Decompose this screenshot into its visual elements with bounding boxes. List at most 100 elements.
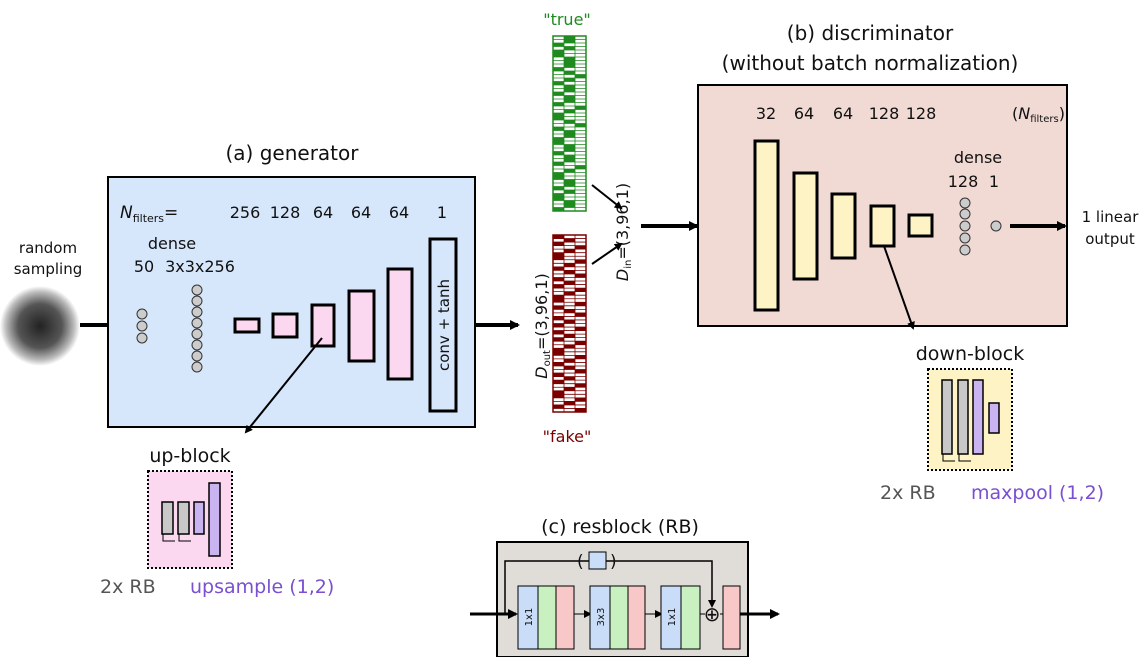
fake-sample-cell: [553, 316, 564, 320]
true-sample-cell: [564, 64, 575, 68]
fake-sample-cell: [553, 323, 564, 328]
fake-sample-cell: [575, 341, 586, 345]
true-sample-cell: [564, 190, 575, 194]
disc-title-1: (b) discriminator: [787, 21, 954, 45]
fake-sample-cell: [575, 397, 586, 402]
gen-block-3: [310, 303, 336, 348]
true-sample-cell: [564, 134, 575, 138]
fake-sample-cell: [575, 355, 586, 359]
gen-filter-5: 1: [437, 203, 447, 222]
fake-sample-cell: [575, 327, 586, 331]
gen-block-1: [233, 317, 261, 334]
gen-conv-tanh-label: conv + tanh: [435, 279, 453, 371]
true-sample-cell: [564, 71, 575, 75]
dout-label: Dout=(3,96,1): [532, 273, 553, 379]
true-sample-cell: [575, 106, 586, 110]
fake-sample-cell: [553, 235, 564, 239]
fake-sample-cell: [564, 376, 575, 381]
fake-sample-cell: [564, 249, 575, 253]
downblock-rb-label: 2x RB: [880, 482, 936, 504]
downblock-title: down-block: [916, 343, 1025, 365]
fake-sample-cell: [553, 284, 564, 289]
fake-sample-cell: [575, 312, 586, 317]
fake-sample-cell: [553, 373, 564, 377]
true-sample-cell: [575, 165, 586, 169]
fake-sample-cell: [575, 245, 586, 250]
true-label: "true": [543, 10, 591, 29]
upblock: up-block 2x RB upsample (1,2): [100, 445, 334, 598]
disc-filter-0: 32: [756, 104, 776, 123]
fake-sample-cell: [553, 295, 564, 299]
fake-sample-cell: [564, 401, 575, 405]
disc-output-line1: 1 linear: [1082, 208, 1140, 226]
true-sample-cell: [575, 74, 586, 78]
fake-sample-cell: [564, 334, 575, 338]
gen-dense-shape: 3x3x256: [165, 257, 235, 276]
generator-title: (a) generator: [226, 141, 360, 165]
true-sample-cell: [553, 162, 564, 166]
downblock-op-label: maxpool (1,2): [971, 482, 1104, 504]
true-sample-cell: [553, 116, 564, 120]
fake-sample-cell: [553, 305, 564, 310]
resblock-paren-close: ): [610, 552, 617, 572]
upblock-op-1: [193, 501, 205, 535]
downblock-pointer-arrow: [883, 245, 915, 330]
gen-input-neurons: [136, 308, 148, 344]
upblock-op-2: [208, 482, 221, 557]
downblock-op-1: [972, 379, 984, 455]
downblock-rb-2: [957, 379, 969, 455]
input-label-line2: sampling: [14, 260, 83, 278]
resblock-paren-open: (: [577, 552, 584, 572]
fake-sample-cell: [575, 273, 586, 278]
downblock: down-block 2x RB maxpool (1,2): [880, 343, 1104, 504]
disc-filter-2: 64: [833, 104, 853, 123]
rb-kernel-2: 3x3: [596, 608, 607, 627]
true-sample-cell: [564, 183, 575, 187]
fake-sample-cell: [564, 365, 575, 370]
discriminator: (b) discriminator (without batch normali…: [697, 21, 1140, 330]
disc-dense-label: dense: [954, 148, 1002, 167]
samples: "true" "fake" Dout=(3,96,1) Din=(3,96,1): [532, 10, 699, 446]
fake-sample-cell: [553, 404, 564, 409]
disc-filter-3: 128: [869, 104, 900, 123]
gen-dense-neurons: [191, 284, 203, 373]
true-sample-cell: [564, 39, 575, 43]
rb-kernel-1: 1x1: [524, 608, 535, 627]
fake-to-disc-arrow: [591, 242, 623, 265]
fake-sample-cell: [564, 344, 575, 349]
gen-conv-tanh-block: [428, 237, 458, 413]
true-sample-cell: [564, 200, 575, 204]
fake-sample-cell: [553, 380, 564, 384]
resblock: (c) resblock (RB) ( ) 1x1 3x3 1x1 ⊕: [470, 516, 780, 657]
downblock-rb-1: [941, 379, 953, 455]
fake-sample-cell: [564, 291, 575, 296]
true-sample-cell: [564, 99, 575, 103]
true-sample-cell: [575, 123, 586, 127]
fake-sample: [552, 234, 587, 413]
gen-block-4: [347, 289, 376, 363]
fake-sample-cell: [553, 252, 564, 257]
true-sample-cell: [553, 176, 564, 180]
downblock-op-2: [988, 402, 1000, 434]
true-sample-cell: [553, 186, 564, 190]
true-sample-cell: [564, 46, 575, 50]
fake-sample-cell: [553, 348, 564, 352]
true-sample-cell: [553, 207, 564, 211]
disc-nfilters: (Nfilters): [1012, 104, 1065, 125]
disc-block-5: [907, 213, 934, 238]
resblock-skip-conv: [588, 551, 607, 570]
upblock-rb-2: [177, 501, 190, 535]
true-sample-cell: [564, 85, 575, 89]
rb-act-final: [722, 585, 741, 650]
generator: (a) generator Nfilters= 256 128 64 64 64…: [107, 141, 520, 434]
true-sample-cell: [553, 43, 564, 47]
fake-sample-cell: [553, 330, 564, 335]
true-sample-cell: [553, 81, 564, 85]
true-sample-cell: [564, 148, 575, 152]
fake-label: "fake": [543, 427, 592, 446]
disc-dense-neurons: [959, 197, 971, 256]
disc-filter-1: 64: [794, 104, 814, 123]
true-sample-cell: [564, 60, 575, 64]
true-sample: [552, 35, 587, 212]
fake-sample-cell: [575, 369, 586, 374]
